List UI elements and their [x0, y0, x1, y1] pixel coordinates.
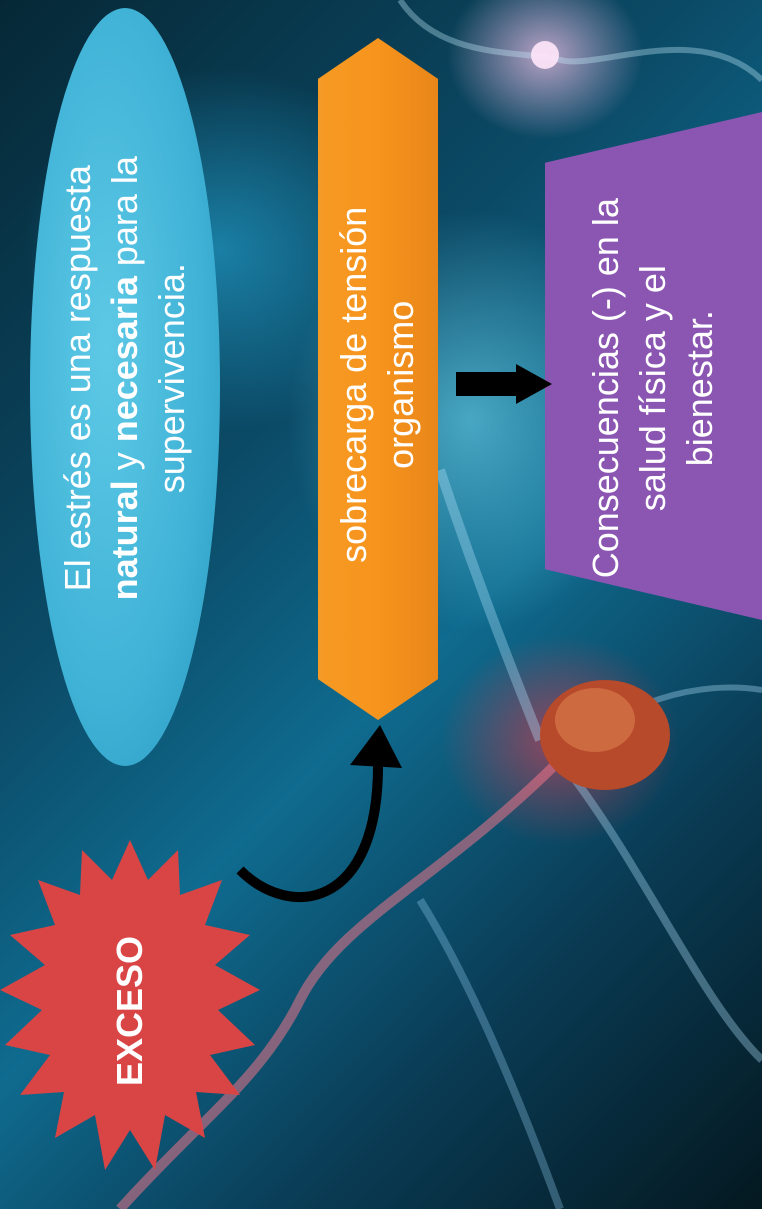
octagon-line-2: organismo	[378, 85, 425, 685]
right-arrow-icon	[456, 364, 552, 404]
para-la-words: para la	[104, 156, 145, 276]
consequences-text: Consecuencias (-) en la salud física y e…	[583, 148, 723, 628]
overload-octagon: sobrecarga de tensión organismo	[318, 38, 438, 720]
ellipse-line-2: natural y necesaria para la	[102, 68, 149, 688]
consequences-line-3: bienestar.	[676, 148, 723, 628]
ellipse-line-3: supervivencia.	[148, 68, 195, 688]
consequences-line-1: Consecuencias (-) en la	[583, 148, 630, 628]
stress-definition-ellipse: El estrés es una respuesta natural y nec…	[30, 8, 220, 766]
ellipse-line-1: El estrés es una respuesta	[55, 68, 102, 688]
natural-word: natural	[104, 480, 145, 600]
exceso-starburst: EXCESO	[0, 840, 260, 1185]
y-word: y	[104, 442, 145, 480]
consequences-box: Consecuencias (-) en la salud física y e…	[545, 112, 762, 620]
octagon-line-1: sobrecarga de tensión	[331, 85, 378, 685]
exceso-label: EXCESO	[109, 891, 151, 1131]
consequences-line-2: salud física y el	[630, 148, 677, 628]
ellipse-text: El estrés es una respuesta natural y nec…	[55, 68, 195, 688]
octagon-text: sobrecarga de tensión organismo	[331, 85, 425, 685]
necesaria-word: necesaria	[104, 276, 145, 442]
